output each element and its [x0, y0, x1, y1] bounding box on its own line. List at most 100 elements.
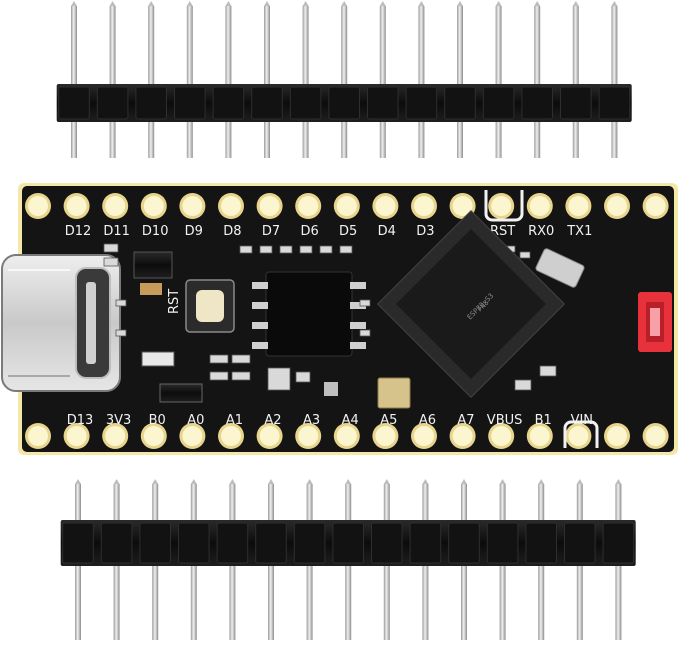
smd-part	[259, 245, 273, 254]
bottom-header-segment	[139, 522, 171, 564]
voltage-regulator	[133, 251, 173, 279]
top-header-pin	[457, 6, 463, 158]
flash-chip	[252, 271, 366, 357]
crystal-oscillator	[535, 248, 585, 288]
flash-chip-pin	[252, 322, 268, 329]
pin-pad	[182, 196, 203, 216]
bottom-header-pin-tip	[190, 479, 197, 484]
top-header-segment	[96, 86, 129, 120]
smd-part	[209, 354, 229, 364]
smd-capacitor	[140, 283, 162, 295]
reset-button-label: RST	[167, 289, 182, 314]
bottom-header-pin-tip	[422, 479, 429, 484]
bottom-pin-label: A5	[380, 413, 397, 428]
pin-pad	[66, 196, 87, 216]
top-header-segment	[174, 86, 206, 120]
top-header-pin-tip	[495, 1, 502, 6]
smd-part	[339, 245, 353, 254]
smd-part	[103, 257, 119, 267]
top-header-pin	[341, 6, 348, 158]
pin-pad	[414, 196, 434, 216]
top-header-pin-tip	[225, 1, 232, 6]
pin-pad	[143, 426, 164, 446]
top-header-pin-tip	[302, 1, 309, 6]
smd-part	[209, 371, 229, 381]
top-silkscreen-labels: D12D11D10D9D8D7D6D5D4D3D2RSTRX0TX1	[65, 224, 593, 239]
top-header-pin-tip	[186, 1, 193, 6]
usb-c-connector	[1, 254, 121, 392]
top-header-segment	[405, 86, 438, 120]
smd-part	[231, 354, 251, 364]
bottom-header-pin-tip	[576, 479, 583, 484]
bottom-header-pin-tip	[268, 479, 274, 484]
top-pin-label: D8	[223, 224, 241, 239]
flash-chip-pin	[350, 282, 366, 289]
top-header-segment	[482, 86, 515, 120]
top-header-pin-tip	[611, 1, 618, 6]
pcb-board: D12D11D10D9D8D7D6D5D4D3D2RSTRX0TX1 D133V…	[1, 183, 678, 455]
bottom-header-segment	[178, 522, 210, 564]
passive-components	[103, 243, 557, 391]
pin-pad	[607, 196, 627, 216]
bottom-pin-label: B0	[149, 413, 166, 428]
top-header-segment	[444, 86, 476, 120]
top-pin-label: D7	[262, 224, 280, 239]
bottom-header-pin-tip	[152, 479, 159, 484]
top-pin-header	[56, 1, 632, 158]
bottom-pin-label: A1	[226, 413, 243, 428]
bottom-header-pin-tip	[75, 479, 81, 484]
smd-part	[299, 245, 313, 254]
smd-part	[115, 299, 127, 307]
smd-part	[359, 329, 371, 337]
smd-part	[231, 371, 251, 381]
pin-pad	[529, 426, 550, 446]
smd-part	[519, 251, 531, 259]
smd-part	[115, 329, 127, 337]
top-pin-label: RX0	[528, 224, 554, 239]
top-header-segment	[135, 86, 167, 120]
pin-pad	[105, 196, 126, 216]
bottom-pin-label: 3V3	[106, 413, 131, 428]
bottom-pin-label: VIN	[571, 413, 593, 428]
top-header-pin	[534, 6, 541, 158]
top-header-segment	[212, 86, 245, 120]
top-pin-label: D5	[339, 224, 357, 239]
bottom-header-segment	[371, 522, 403, 564]
top-header-pin	[225, 6, 232, 158]
top-header-pin	[495, 6, 502, 158]
top-header-pin	[71, 6, 77, 158]
top-pin-label: D4	[378, 224, 396, 239]
bottom-header-pin-tip	[383, 479, 390, 484]
bottom-pin-label: B1	[535, 413, 552, 428]
top-header-segment	[251, 86, 283, 120]
bottom-pin-label: A0	[187, 413, 204, 428]
bottom-header-pin-tip	[615, 479, 622, 484]
top-header-pin-tip	[148, 1, 155, 6]
pin-pad	[259, 196, 280, 216]
top-header-pin	[302, 6, 309, 158]
top-header-pin-tip	[109, 1, 116, 6]
antenna-slot-bottom	[563, 420, 599, 448]
pin-pad	[298, 426, 319, 446]
antenna-slot-top	[484, 190, 524, 222]
bottom-header-segment	[564, 522, 596, 564]
smd-part	[103, 243, 119, 253]
top-header-pin	[611, 6, 618, 158]
bottom-header-pin-tip	[499, 479, 506, 484]
pin-pad	[645, 426, 666, 446]
bottom-pin-label: A2	[264, 413, 281, 428]
pin-pad	[568, 426, 589, 446]
smd-diode	[159, 383, 203, 403]
top-header-segment	[521, 86, 554, 120]
pin-pad	[28, 426, 48, 446]
bottom-header-segment	[293, 522, 326, 564]
top-header-pin	[109, 6, 116, 158]
bottom-pin-label: VBUS	[487, 413, 523, 428]
bottom-header-pin-tip	[113, 479, 120, 484]
smd-part	[267, 367, 291, 391]
bottom-header-pin-tip	[461, 479, 467, 484]
bottom-header-segment	[448, 522, 480, 564]
top-header-pin	[148, 6, 155, 158]
smd-part	[359, 299, 371, 307]
